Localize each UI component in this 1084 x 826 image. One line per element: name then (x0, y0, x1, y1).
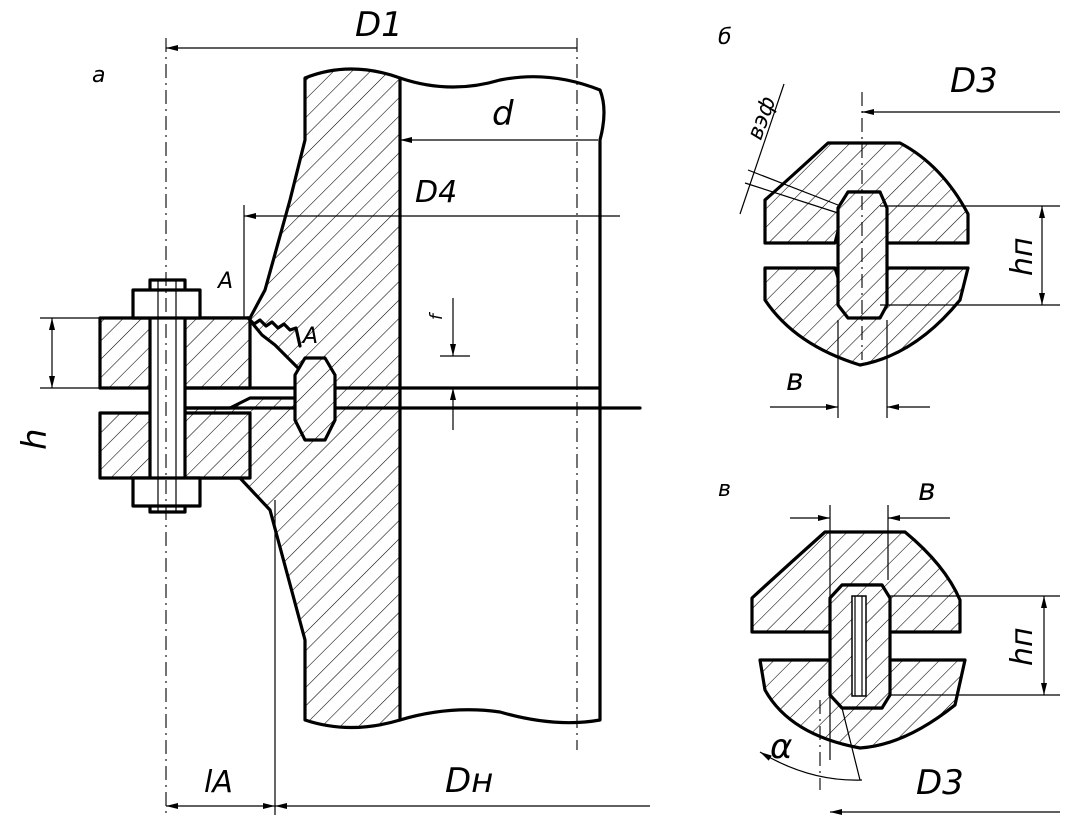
view-label-v: в (718, 477, 731, 502)
gasket-plate (298, 386, 642, 410)
vessel-shell (183, 67, 402, 730)
gasket (293, 356, 337, 442)
view-a: а D1 d D4 A A f h lA Dн (15, 5, 650, 815)
label-A-lower: A (301, 324, 318, 349)
upper-groove-b (763, 141, 970, 245)
vessel-inner-zone (398, 75, 606, 725)
weld-line (246, 316, 302, 348)
label-b-bottom: в (918, 473, 936, 508)
label-D1: D1 (355, 5, 403, 45)
view-b: б D3 вэф hп в (718, 25, 1060, 418)
label-alpha: α (770, 727, 792, 767)
label-b-eff: вэф (743, 93, 781, 143)
upper-groove-v (750, 530, 962, 634)
view-label-b: б (718, 25, 732, 50)
label-D4: D4 (415, 175, 457, 210)
label-Dn: Dн (445, 761, 493, 801)
lower-groove-v (758, 658, 967, 750)
flange-gap (183, 386, 302, 410)
label-d: d (492, 94, 514, 134)
label-f: f (427, 311, 447, 320)
label-hn-top: hп (1005, 237, 1040, 276)
label-h: h (15, 428, 55, 450)
label-A-upper: A (216, 269, 233, 294)
label-lA: lA (204, 765, 233, 800)
label-hn-bottom: hп (1005, 627, 1040, 666)
gasket-core-v (851, 595, 867, 697)
label-b-top: в (786, 363, 804, 398)
view-v: в в hп α D3 (718, 473, 1060, 815)
view-label-a: а (92, 63, 105, 88)
label-D3-bottom: D3 (916, 763, 964, 803)
label-D3-top: D3 (950, 61, 998, 101)
